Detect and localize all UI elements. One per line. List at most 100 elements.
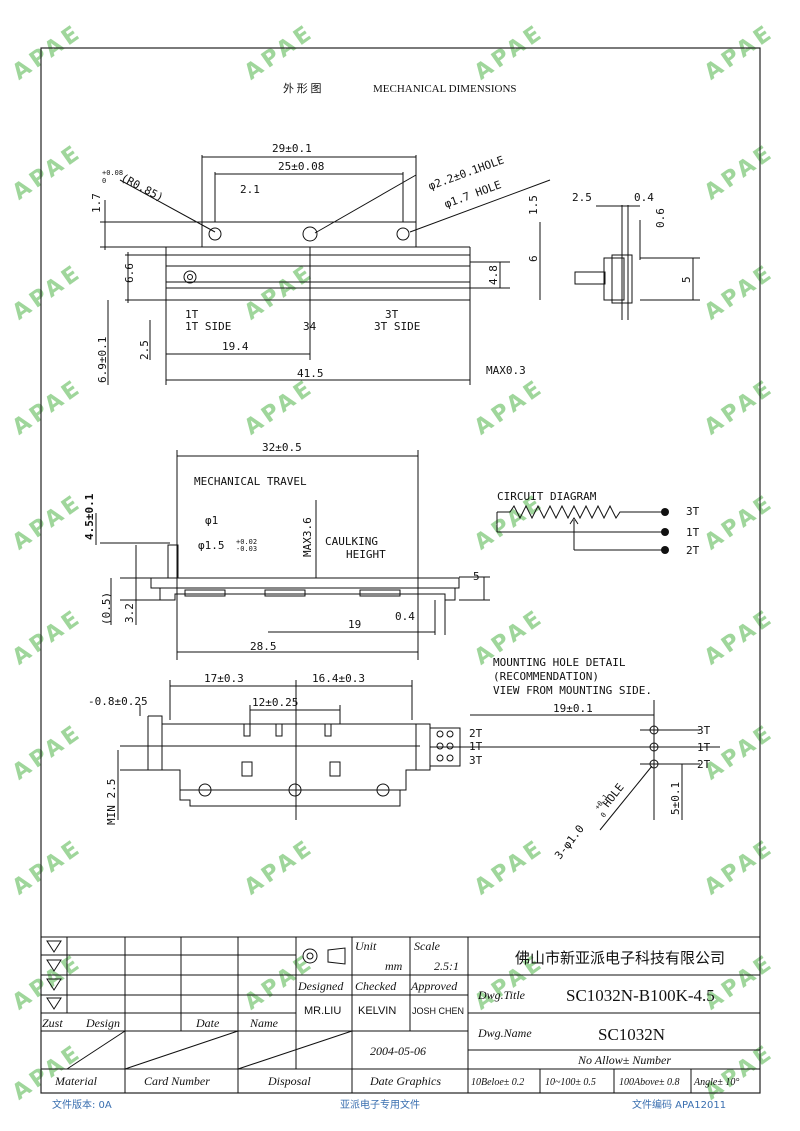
svg-text:No Allow± Number: No Allow± Number <box>577 1053 671 1067</box>
terminal-3t-dot <box>661 508 669 516</box>
svg-text:佛山市新亚派电子科技有限公司: 佛山市新亚派电子科技有限公司 <box>515 950 725 967</box>
svg-text:VIEW FROM MOUNTING SIDE.: VIEW FROM MOUNTING SIDE. <box>493 684 652 697</box>
svg-text:Disposal: Disposal <box>267 1074 311 1088</box>
svg-text:Material: Material <box>54 1074 98 1088</box>
svg-text:3T: 3T <box>697 724 711 737</box>
svg-text:34: 34 <box>303 320 317 333</box>
svg-text:MOUNTING HOLE DETAIL: MOUNTING HOLE DETAIL <box>493 656 626 669</box>
svg-text:JOSH CHEN: JOSH CHEN <box>412 1006 464 1016</box>
svg-text:Unit: Unit <box>355 939 377 953</box>
svg-text:2.1: 2.1 <box>240 183 260 196</box>
svg-text:2T: 2T <box>697 758 711 771</box>
mounting-labels: MOUNTING HOLE DETAIL (RECOMMENDATION) VI… <box>493 656 711 862</box>
bottom-view-labels: 17±0.3 16.4±0.3 12±0.25 -0.8±0.25 MIN 2.… <box>88 672 483 825</box>
top-view-labels: 29±0.1 25±0.08 2.1 (R0.85) φ2.2±0.1HOLE … <box>90 142 693 383</box>
svg-text:KELVIN: KELVIN <box>358 1005 396 1017</box>
svg-text:Approved: Approved <box>410 979 458 993</box>
footer-code: 文件编码 APA12011 <box>632 1100 727 1111</box>
svg-text:12±0.25: 12±0.25 <box>252 696 298 709</box>
svg-text:19±0.1: 19±0.1 <box>553 702 593 715</box>
svg-text:32±0.5: 32±0.5 <box>262 441 302 454</box>
svg-text:28.5: 28.5 <box>250 640 277 653</box>
svg-text:19.4: 19.4 <box>222 340 249 353</box>
svg-text:5: 5 <box>680 276 693 283</box>
svg-text:3-φ1.0: 3-φ1.0 <box>552 823 587 862</box>
svg-text:0: 0 <box>599 811 608 819</box>
svg-text:3.2: 3.2 <box>123 603 136 623</box>
side-view-labels: 32±0.5 MECHANICAL TRAVEL φ1 φ1.5 +0.02 -… <box>83 441 700 653</box>
svg-text:Name: Name <box>249 1016 279 1030</box>
terminal-2t-dot <box>661 546 669 554</box>
svg-text:2.5:1: 2.5:1 <box>434 959 459 973</box>
mounting-hole-detail <box>430 700 720 831</box>
footer-center: 亚派电子专用文件 <box>340 1100 420 1111</box>
svg-text:0.4: 0.4 <box>395 610 415 623</box>
svg-text:MAX0.3: MAX0.3 <box>486 364 526 377</box>
svg-text:-0.03: -0.03 <box>236 545 257 553</box>
svg-text:φ1: φ1 <box>205 514 218 527</box>
svg-text:Date: Date <box>195 1016 220 1030</box>
side-view <box>95 450 665 660</box>
svg-text:MIN 2.5: MIN 2.5 <box>105 779 118 825</box>
svg-text:Checked: Checked <box>355 979 397 993</box>
svg-text:Zust: Zust <box>42 1016 63 1030</box>
svg-text:2004-05-06: 2004-05-06 <box>370 1044 426 1058</box>
title-cn: 外 形 图 <box>283 82 322 95</box>
svg-text:3T: 3T <box>469 754 483 767</box>
svg-text:φ1.5: φ1.5 <box>198 539 225 552</box>
svg-text:19: 19 <box>348 618 361 631</box>
svg-text:1.5: 1.5 <box>527 195 540 215</box>
terminal-1t-dot <box>661 528 669 536</box>
svg-text:2.5: 2.5 <box>138 340 151 360</box>
svg-text:HOLE: HOLE <box>600 781 627 810</box>
svg-text:6.9±0.1: 6.9±0.1 <box>96 337 109 383</box>
svg-text:Card Number: Card Number <box>144 1074 210 1088</box>
svg-text:29±0.1: 29±0.1 <box>272 142 312 155</box>
svg-text:+0.08: +0.08 <box>102 169 123 177</box>
svg-text:(0.5): (0.5) <box>100 592 113 625</box>
svg-text:Angle± 10°: Angle± 10° <box>693 1077 739 1088</box>
top-view <box>100 155 700 385</box>
svg-text:MAX3.6: MAX3.6 <box>301 517 314 557</box>
title-block <box>41 936 760 1093</box>
svg-text:+0.02: +0.02 <box>236 538 257 546</box>
svg-text:6.6: 6.6 <box>123 263 136 283</box>
svg-text:2.5: 2.5 <box>572 191 592 204</box>
svg-text:MECHANICAL TRAVEL: MECHANICAL TRAVEL <box>194 475 307 488</box>
svg-text:Dwg.Title: Dwg.Title <box>477 988 526 1002</box>
svg-text:25±0.08: 25±0.08 <box>278 160 324 173</box>
bottom-view <box>117 680 461 820</box>
svg-text:4.8: 4.8 <box>487 265 500 285</box>
svg-text:100Above± 0.8: 100Above± 0.8 <box>619 1077 679 1088</box>
svg-text:SC1032N: SC1032N <box>598 1025 665 1044</box>
svg-text:5: 5 <box>473 570 480 583</box>
svg-text:1T: 1T <box>185 308 199 321</box>
svg-text:4.5±0.1: 4.5±0.1 <box>83 493 96 540</box>
svg-text:10~100± 0.5: 10~100± 0.5 <box>545 1077 596 1088</box>
svg-text:CIRCUIT DIAGRAM: CIRCUIT DIAGRAM <box>497 490 597 503</box>
svg-text:HEIGHT: HEIGHT <box>346 548 386 561</box>
svg-text:2T: 2T <box>469 727 483 740</box>
footer-version: 文件版本: 0A <box>52 1100 112 1111</box>
svg-text:41.5: 41.5 <box>297 367 324 380</box>
svg-text:5±0.1: 5±0.1 <box>669 782 682 815</box>
svg-text:Design: Design <box>85 1016 120 1030</box>
svg-text:6: 6 <box>527 255 540 262</box>
svg-text:Scale: Scale <box>414 939 441 953</box>
svg-text:0: 0 <box>102 177 106 185</box>
svg-text:Dwg.Name: Dwg.Name <box>477 1026 532 1040</box>
svg-text:1T: 1T <box>697 741 711 754</box>
svg-text:3T: 3T <box>385 308 399 321</box>
svg-text:mm: mm <box>385 959 403 973</box>
svg-text:CAULKING: CAULKING <box>325 535 378 548</box>
svg-text:MR.LIU: MR.LIU <box>304 1005 341 1017</box>
title-block-text: Unit mm Scale 2.5:1 佛山市新亚派电子科技有限公司 Desig… <box>42 939 739 1088</box>
title-en: MECHANICAL DIMENSIONS <box>373 83 517 95</box>
svg-text:SC1032N-B100K-4.5: SC1032N-B100K-4.5 <box>566 986 715 1005</box>
svg-text:10Beloe± 0.2: 10Beloe± 0.2 <box>471 1077 524 1088</box>
svg-text:1.7: 1.7 <box>90 193 103 213</box>
svg-text:0.4: 0.4 <box>634 191 654 204</box>
svg-text:Designed: Designed <box>297 979 344 993</box>
